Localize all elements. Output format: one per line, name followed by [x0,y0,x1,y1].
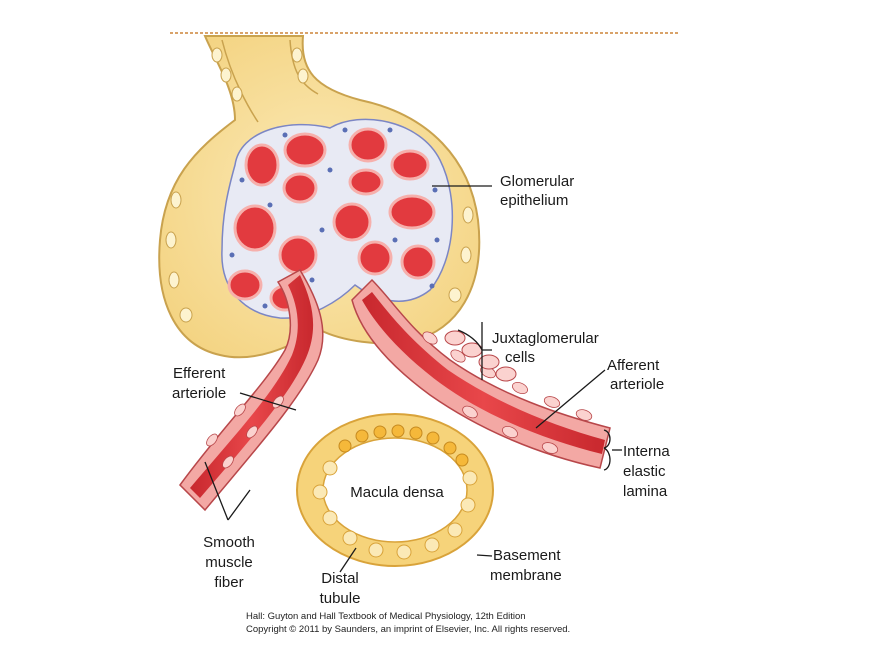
svg-text:Smooth: Smooth [203,534,255,551]
svg-text:Efferent: Efferent [173,365,226,382]
svg-text:epithelium: epithelium [500,192,568,209]
label-interna-elastic-lamina: Interna elastic lamina [623,443,670,500]
svg-text:Copyright © 2011 by Saunders,: Copyright © 2011 by Saunders, an imprint… [246,624,570,635]
svg-text:Distal: Distal [321,570,359,587]
svg-text:fiber: fiber [214,574,243,591]
svg-text:membrane: membrane [490,567,562,584]
svg-text:elastic: elastic [623,463,666,480]
label-basement-membrane: Basement membrane [490,547,562,584]
label-smooth-muscle-fiber: Smooth muscle fiber [203,534,255,591]
svg-text:arteriole: arteriole [172,385,226,402]
glomerular-tuft [222,119,452,318]
label-afferent-arteriole: Afferent arteriole [607,357,664,393]
svg-text:arteriole: arteriole [610,376,664,393]
svg-text:tubule: tubule [320,590,361,607]
label-distal-tubule: Distal tubule [320,570,361,607]
label-glomerular-epithelium: Glomerular epithelium [500,173,574,209]
svg-text:cells: cells [505,349,535,366]
source-credit: Hall: Guyton and Hall Textbook of Medica… [246,611,570,635]
svg-text:Interna: Interna [623,443,670,460]
svg-text:lamina: lamina [623,483,668,500]
label-juxtaglomerular-cells: Juxtaglomerular cells [492,330,599,366]
svg-text:muscle: muscle [205,554,253,571]
svg-text:Hall: Guyton and Hall Textbook: Hall: Guyton and Hall Textbook of Medica… [246,611,526,622]
label-macula-densa: Macula densa [350,484,444,501]
svg-text:Basement: Basement [493,547,561,564]
label-efferent-arteriole: Efferent arteriole [172,365,226,402]
svg-text:Macula densa: Macula densa [350,484,444,501]
svg-text:Juxtaglomerular: Juxtaglomerular [492,330,599,347]
svg-text:Afferent: Afferent [607,357,660,374]
svg-text:Glomerular: Glomerular [500,173,574,190]
